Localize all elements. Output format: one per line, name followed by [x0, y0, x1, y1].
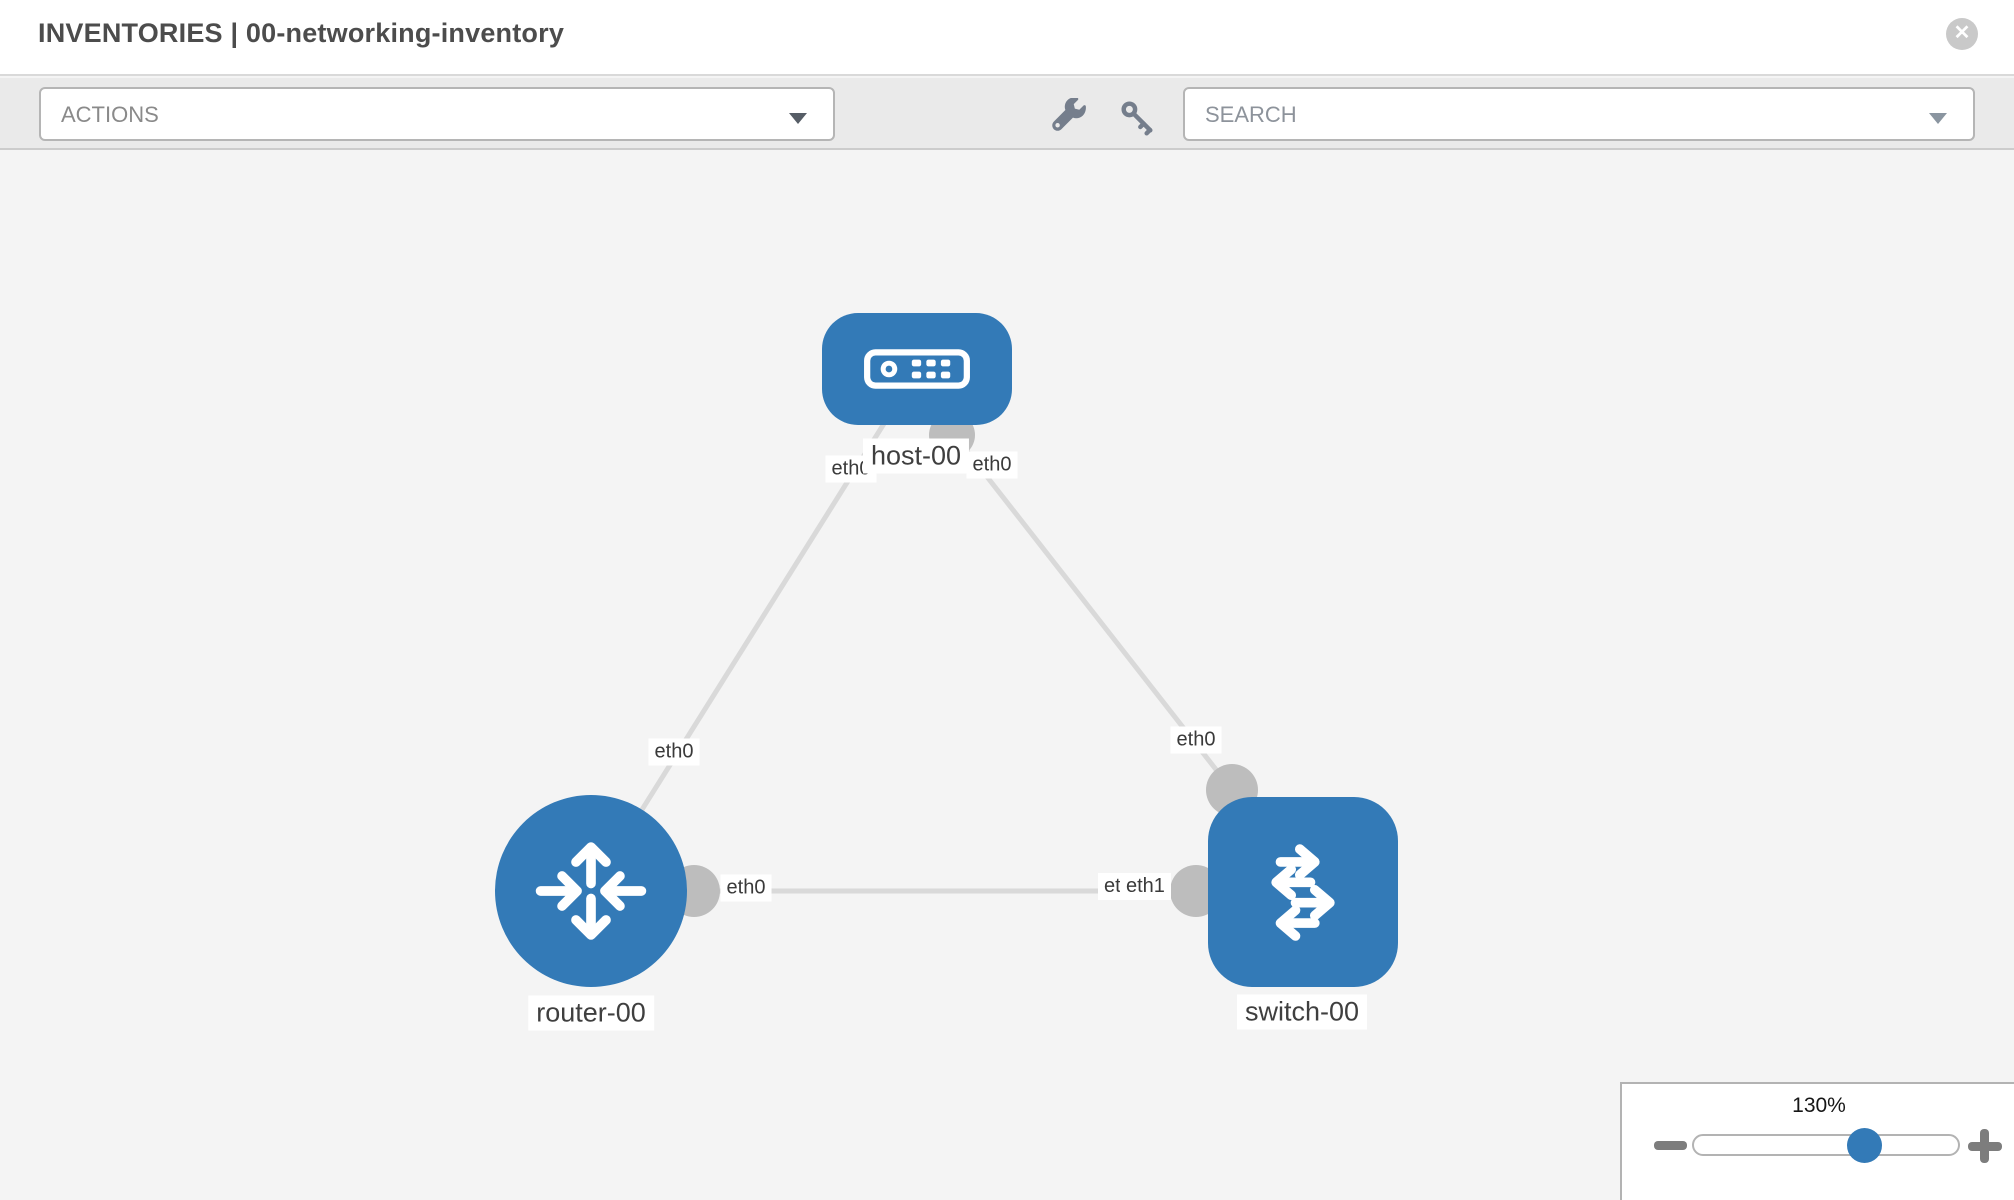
interface-label: eth0	[1170, 726, 1222, 754]
zoom-level-value: 130%	[1792, 1094, 1846, 1117]
key-icon	[1121, 101, 1153, 136]
node-label-router-00: router-00	[528, 995, 654, 1031]
interface-label: eth1	[1120, 873, 1171, 900]
wrench-icon	[1052, 97, 1086, 131]
search-select-label: SEARCH	[1205, 102, 1297, 127]
node-label-host-00: host-00	[862, 438, 970, 474]
x-circle-icon: ✕	[1953, 22, 1971, 44]
actions-select[interactable]: ACTIONS	[39, 87, 835, 141]
interface-label: eth0	[966, 451, 1018, 479]
search-select[interactable]: SEARCH	[1183, 87, 1975, 141]
zoom-panel: 130%	[1620, 1082, 2014, 1200]
close-button[interactable]: ✕	[1946, 18, 1978, 50]
switch-icon	[1271, 844, 1335, 941]
page-title: INVENTORIES | 00-networking-inventory	[38, 18, 565, 48]
zoom-out-button minus-icon[interactable]	[1654, 1141, 1687, 1150]
interface-label: eth0	[720, 874, 772, 902]
links-layer	[588, 412, 1258, 917]
actions-select-label: ACTIONS	[61, 102, 159, 127]
key-button[interactable]	[1118, 98, 1156, 136]
chevron-down-icon	[789, 113, 807, 124]
node-switch-00[interactable]	[1208, 797, 1398, 987]
topology-canvas[interactable]: eth0 eth0 eth0 eth0 eth0 eth0 eth1 host-…	[0, 152, 2014, 1200]
chevron-down-icon	[1929, 113, 1947, 124]
zoom-slider-handle[interactable]	[1847, 1128, 1882, 1163]
plus-icon[interactable]	[1980, 1129, 1989, 1163]
header: INVENTORIES | 00-networking-inventory ✕	[0, 0, 2014, 76]
host-icon	[864, 349, 970, 389]
router-icon	[535, 842, 647, 940]
node-router-00[interactable]	[495, 795, 687, 987]
wrench-button[interactable]	[1050, 97, 1088, 136]
node-label-switch-00: switch-00	[1236, 994, 1368, 1030]
zoom-slider-track[interactable]	[1692, 1134, 1960, 1156]
toolbar: ACTIONS SEARCH	[0, 78, 2014, 150]
node-host-00[interactable]	[822, 313, 1012, 425]
interface-label: eth0	[648, 738, 700, 766]
